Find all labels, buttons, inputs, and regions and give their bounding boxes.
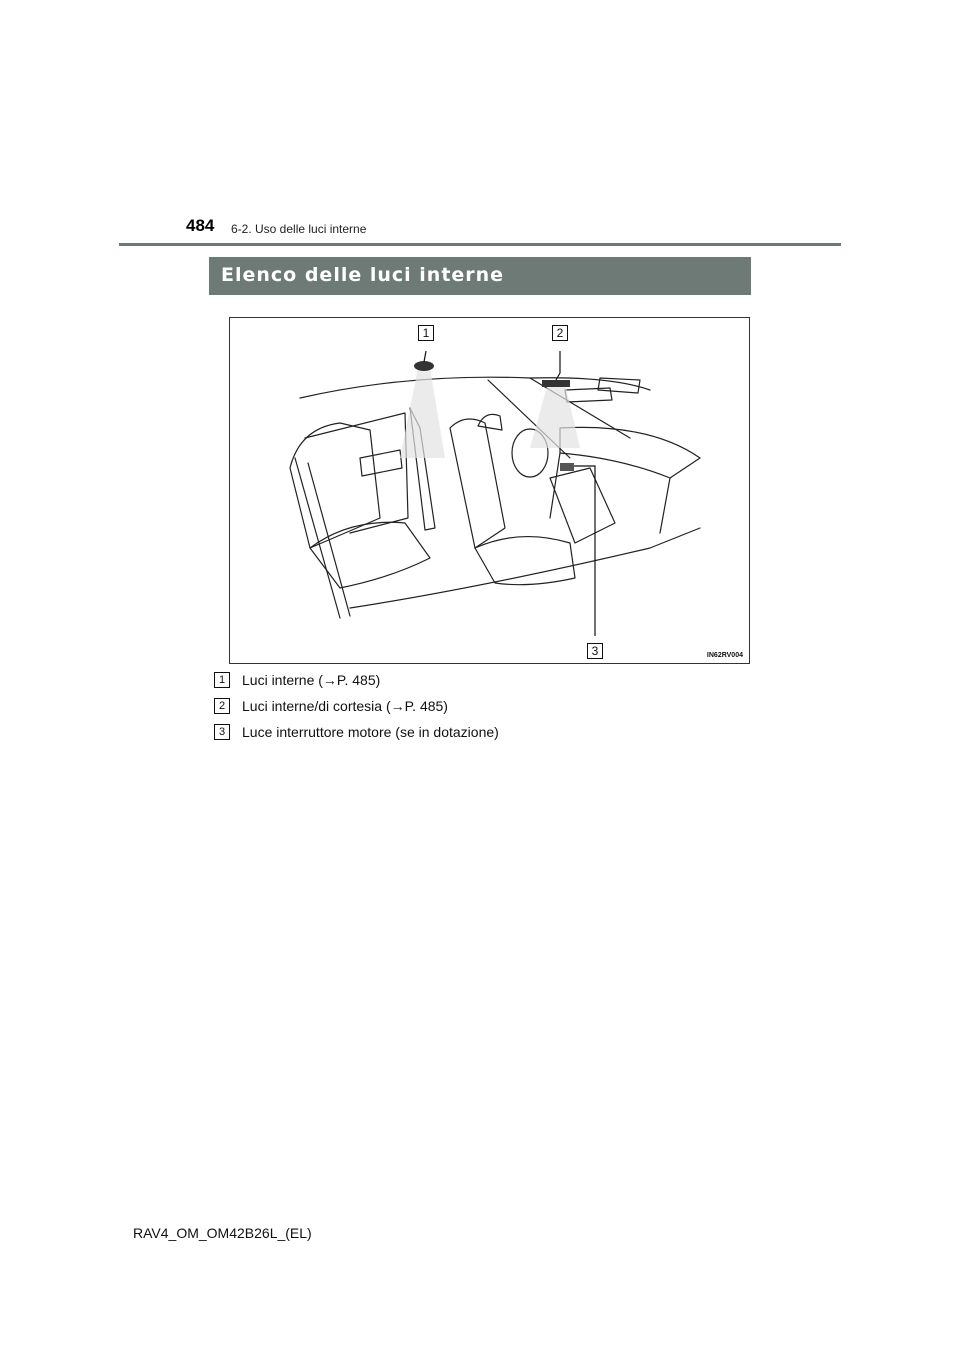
legend-text: Luci interne (→P. 485) xyxy=(242,672,381,688)
sun-visor xyxy=(597,377,641,394)
interior-lights-illustration: 1 2 3 IN62RV004 xyxy=(229,317,750,664)
car-interior-drawing xyxy=(289,350,701,636)
section-title: Elenco delle luci interne xyxy=(221,264,505,286)
legend-text: Luci interne/di cortesia (→P. 485) xyxy=(242,698,448,714)
rear-door-handle xyxy=(359,449,403,477)
section-title-bar: Elenco delle luci interne xyxy=(209,257,751,295)
legend-number: 3 xyxy=(214,724,230,740)
rear-seat-cushion xyxy=(309,521,431,589)
front-seat-back xyxy=(449,418,506,549)
callout-3: 3 xyxy=(587,643,603,659)
roof-line xyxy=(299,376,651,399)
leader-line-2 xyxy=(555,351,561,381)
header-rule xyxy=(119,243,841,246)
callout-2: 2 xyxy=(552,325,568,341)
light-beam-2 xyxy=(530,383,580,448)
section-reference: 6-2. Uso delle luci interne xyxy=(231,222,367,236)
seat-belt-2 xyxy=(307,462,351,617)
callout-1: 1 xyxy=(418,325,434,341)
dome-light xyxy=(414,361,434,371)
document-id: RAV4_OM_OM42B26L_(EL) xyxy=(133,1225,312,1241)
front-seat-headrest xyxy=(477,413,503,431)
dashboard xyxy=(559,426,701,479)
steering-wheel xyxy=(511,428,549,478)
legend-number: 2 xyxy=(214,698,230,714)
legend-text: Luce interruttore motore (se in dotazion… xyxy=(242,724,499,740)
seat-belt xyxy=(294,457,341,619)
leader-line-3 xyxy=(574,465,596,636)
engine-switch-light xyxy=(560,463,574,471)
leader-line-1 xyxy=(423,350,427,363)
courtesy-light xyxy=(542,380,570,387)
page-number: 484 xyxy=(186,216,215,235)
figure-code: IN62RV004 xyxy=(706,652,743,659)
legend-number: 1 xyxy=(214,672,230,688)
front-seat-cushion xyxy=(474,536,576,586)
center-console xyxy=(549,467,616,544)
dashboard-lower xyxy=(549,452,671,534)
floor-line xyxy=(349,527,701,609)
rear-door xyxy=(304,412,409,534)
light-beam-1 xyxy=(400,368,445,458)
